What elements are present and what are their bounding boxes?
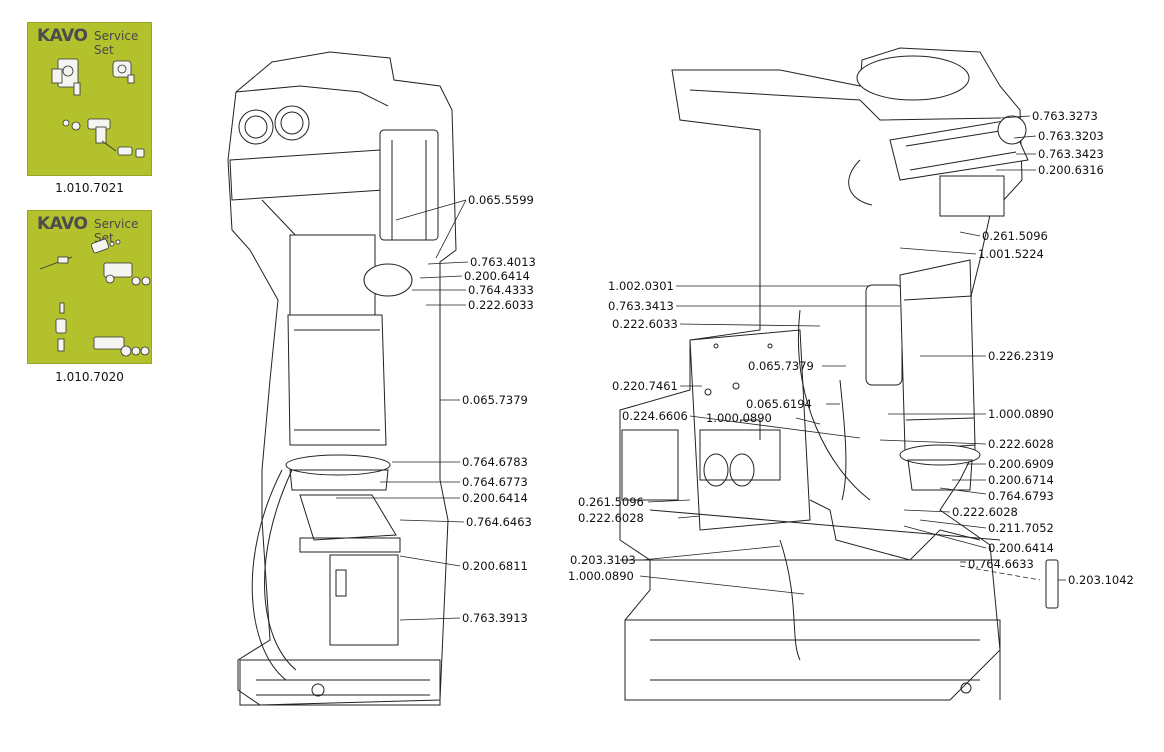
part-callout: 0.200.6414	[462, 491, 528, 505]
part-callout: 0.764.6783	[462, 455, 528, 469]
part-callout: 0.763.3413	[608, 299, 674, 313]
part-callout: 0.764.6463	[466, 515, 532, 529]
right-callouts: 0.763.3273 0.763.3203 0.763.3423 0.200.6…	[568, 109, 1134, 587]
service-set-card: KAVO Service Set	[27, 22, 152, 176]
part-callout: 0.222.6028	[988, 437, 1054, 451]
part-callout: 0.211.7052	[988, 521, 1054, 535]
part-callout: 0.200.6414	[988, 541, 1054, 555]
right-unit-drawing	[619, 47, 1059, 701]
part-callout: 0.065.5599	[468, 193, 534, 207]
kit-parts-illustration	[39, 238, 151, 357]
left-unit-drawing	[227, 51, 457, 706]
part-callout: 0.200.6714	[988, 473, 1054, 487]
part-callout: 0.763.3203	[1038, 129, 1104, 143]
part-callout: 0.065.7379	[462, 393, 528, 407]
part-callout: 0.763.4013	[470, 255, 536, 269]
part-callout: 0.763.3423	[1038, 147, 1104, 161]
service-set-card: KAVO Service Set	[27, 210, 152, 364]
part-callout: 0.200.6414	[464, 269, 530, 283]
left-callouts: 0.065.5599 0.763.4013 0.200.6414 0.764.4…	[462, 193, 536, 625]
service-set-part-number: 1.010.7020	[55, 370, 124, 384]
part-callout: 1.000.0890	[568, 569, 634, 583]
part-callout: 0.200.6316	[1038, 163, 1104, 177]
part-callout: 0.763.3913	[462, 611, 528, 625]
part-callout: 0.203.1042	[1068, 573, 1134, 587]
kavo-logo: KAVO	[37, 214, 88, 234]
left-leader-lines	[336, 199, 469, 621]
part-callout: 0.203.3103	[570, 553, 636, 567]
part-callout: 0.222.6028	[578, 511, 644, 525]
part-callout: 1.001.5224	[978, 247, 1044, 261]
part-callout: 1.000.0890	[706, 411, 772, 425]
part-callout: 0.065.7379	[748, 359, 814, 373]
part-callout: 0.764.6773	[462, 475, 528, 489]
service-set-part-number: 1.010.7021	[55, 181, 124, 195]
part-callout: 0.224.6606	[622, 409, 688, 423]
service-set-label: Service Set	[94, 29, 139, 57]
kavo-logo: KAVO	[37, 26, 88, 46]
part-callout: 0.226.2319	[988, 349, 1054, 363]
part-callout: 0.261.5096	[982, 229, 1048, 243]
part-callout: 0.200.6811	[462, 559, 528, 573]
part-callout: 0.763.3273	[1032, 109, 1098, 123]
kit-parts-illustration	[51, 58, 145, 158]
part-callout: 1.002.0301	[608, 279, 674, 293]
part-callout: 0.261.5096	[578, 495, 644, 509]
part-callout: 0.065.6194	[746, 397, 812, 411]
part-callout: 0.220.7461	[612, 379, 678, 393]
part-callout: 0.200.6909	[988, 457, 1054, 471]
part-callout: 0.222.6028	[952, 505, 1018, 519]
part-callout: 0.764.6793	[988, 489, 1054, 503]
part-callout: 0.222.6033	[468, 298, 534, 312]
part-callout: 0.764.4333	[468, 283, 534, 297]
part-callout: 1.000.0890	[988, 407, 1054, 421]
right-leader-lines	[639, 115, 1066, 595]
part-callout: 0.764.6633	[968, 557, 1034, 571]
part-callout: 0.222.6033	[612, 317, 678, 331]
